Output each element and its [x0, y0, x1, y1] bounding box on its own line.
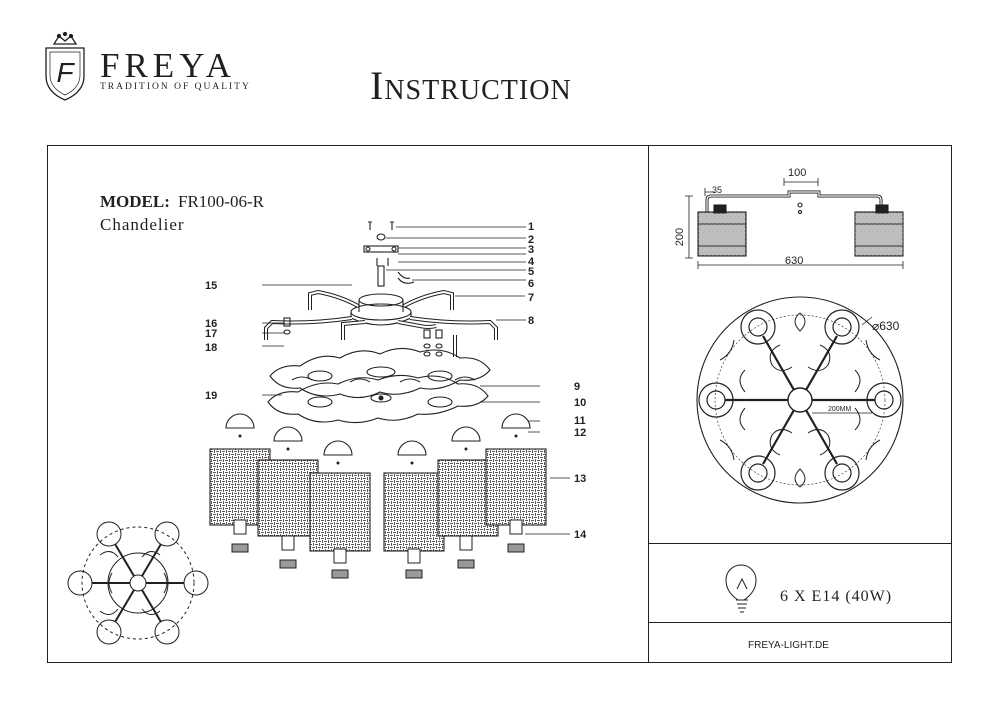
brand-logo-icon: F — [45, 31, 85, 101]
mounting-bracket — [363, 245, 399, 253]
lampshade — [485, 448, 547, 526]
socket-part — [233, 519, 247, 535]
bulb-icon — [725, 564, 757, 613]
socket-part — [407, 548, 421, 564]
socket-part — [333, 548, 347, 564]
part-number-17: 17 — [205, 328, 217, 340]
part-number-7: 7 — [528, 292, 534, 304]
product-type: Chandelier — [100, 215, 185, 234]
part-number-15: 15 — [205, 280, 217, 292]
dimension-height: 200 — [674, 228, 686, 246]
dome-part — [397, 440, 427, 456]
part-number-11: 11 — [574, 415, 586, 427]
decorative-plate-lower — [267, 374, 489, 424]
part-number-6: 6 — [528, 278, 534, 290]
part-number-12: 12 — [574, 427, 586, 439]
dimension-width: 630 — [785, 255, 803, 267]
socket-part — [281, 535, 295, 551]
dimension-inner: 200MM — [828, 406, 852, 413]
lampshade — [309, 472, 371, 552]
part-number-18: 18 — [205, 342, 217, 354]
socket-part — [509, 519, 523, 535]
top-view-thumbnail — [67, 521, 209, 645]
part-number-10: 10 — [574, 397, 586, 409]
part-number-4: 4 — [528, 256, 535, 268]
part-number-3: 3 — [528, 244, 534, 256]
lampshade — [257, 459, 319, 537]
bulb-specification: 6 X E14 (40W) — [780, 588, 893, 605]
drawing-frame — [47, 145, 952, 663]
part-number-14: 14 — [574, 529, 587, 541]
top-view-drawing — [696, 296, 904, 504]
part-number-5: 5 — [528, 266, 534, 278]
dimension-offset: 35 — [712, 185, 722, 195]
dome-part — [225, 413, 255, 429]
part-number-2: 2 — [528, 234, 534, 246]
part-number-13: 13 — [574, 473, 586, 485]
side-view-drawing — [685, 178, 904, 269]
decorative-plate — [269, 347, 491, 399]
dome-part — [451, 426, 481, 442]
dome-part — [323, 440, 353, 456]
website-url: FREYA-LIGHT.DE — [748, 640, 829, 651]
model-label: MODEL: — [100, 192, 170, 211]
model-code: FR100-06-R — [178, 192, 264, 211]
dome-part — [273, 426, 303, 442]
lampshade — [383, 472, 445, 552]
brand-name: FREYA — [100, 46, 236, 85]
nut-part — [376, 233, 386, 241]
part-number-16: 16 — [205, 318, 217, 330]
dimension-canopy: 100 — [788, 167, 806, 179]
screw-part — [368, 221, 372, 230]
screw-part — [390, 221, 394, 230]
socket-part — [459, 535, 473, 551]
svg-text:F: F — [56, 57, 75, 88]
frame-divider-vertical — [648, 145, 649, 663]
part-number-1: 1 — [528, 221, 534, 233]
dimension-diameter: ⌀630 — [872, 319, 900, 333]
brand-tagline: TRADITION OF QUALITY — [100, 82, 251, 92]
part-number-19: 19 — [205, 390, 217, 402]
page-title: Instruction — [370, 63, 572, 108]
dome-part — [501, 413, 531, 429]
part-number-8: 8 — [528, 315, 534, 327]
frame-divider-horizontal — [648, 622, 952, 623]
threaded-rod — [377, 265, 385, 287]
part-number-9: 9 — [574, 381, 580, 393]
frame-divider-horizontal — [648, 543, 952, 544]
